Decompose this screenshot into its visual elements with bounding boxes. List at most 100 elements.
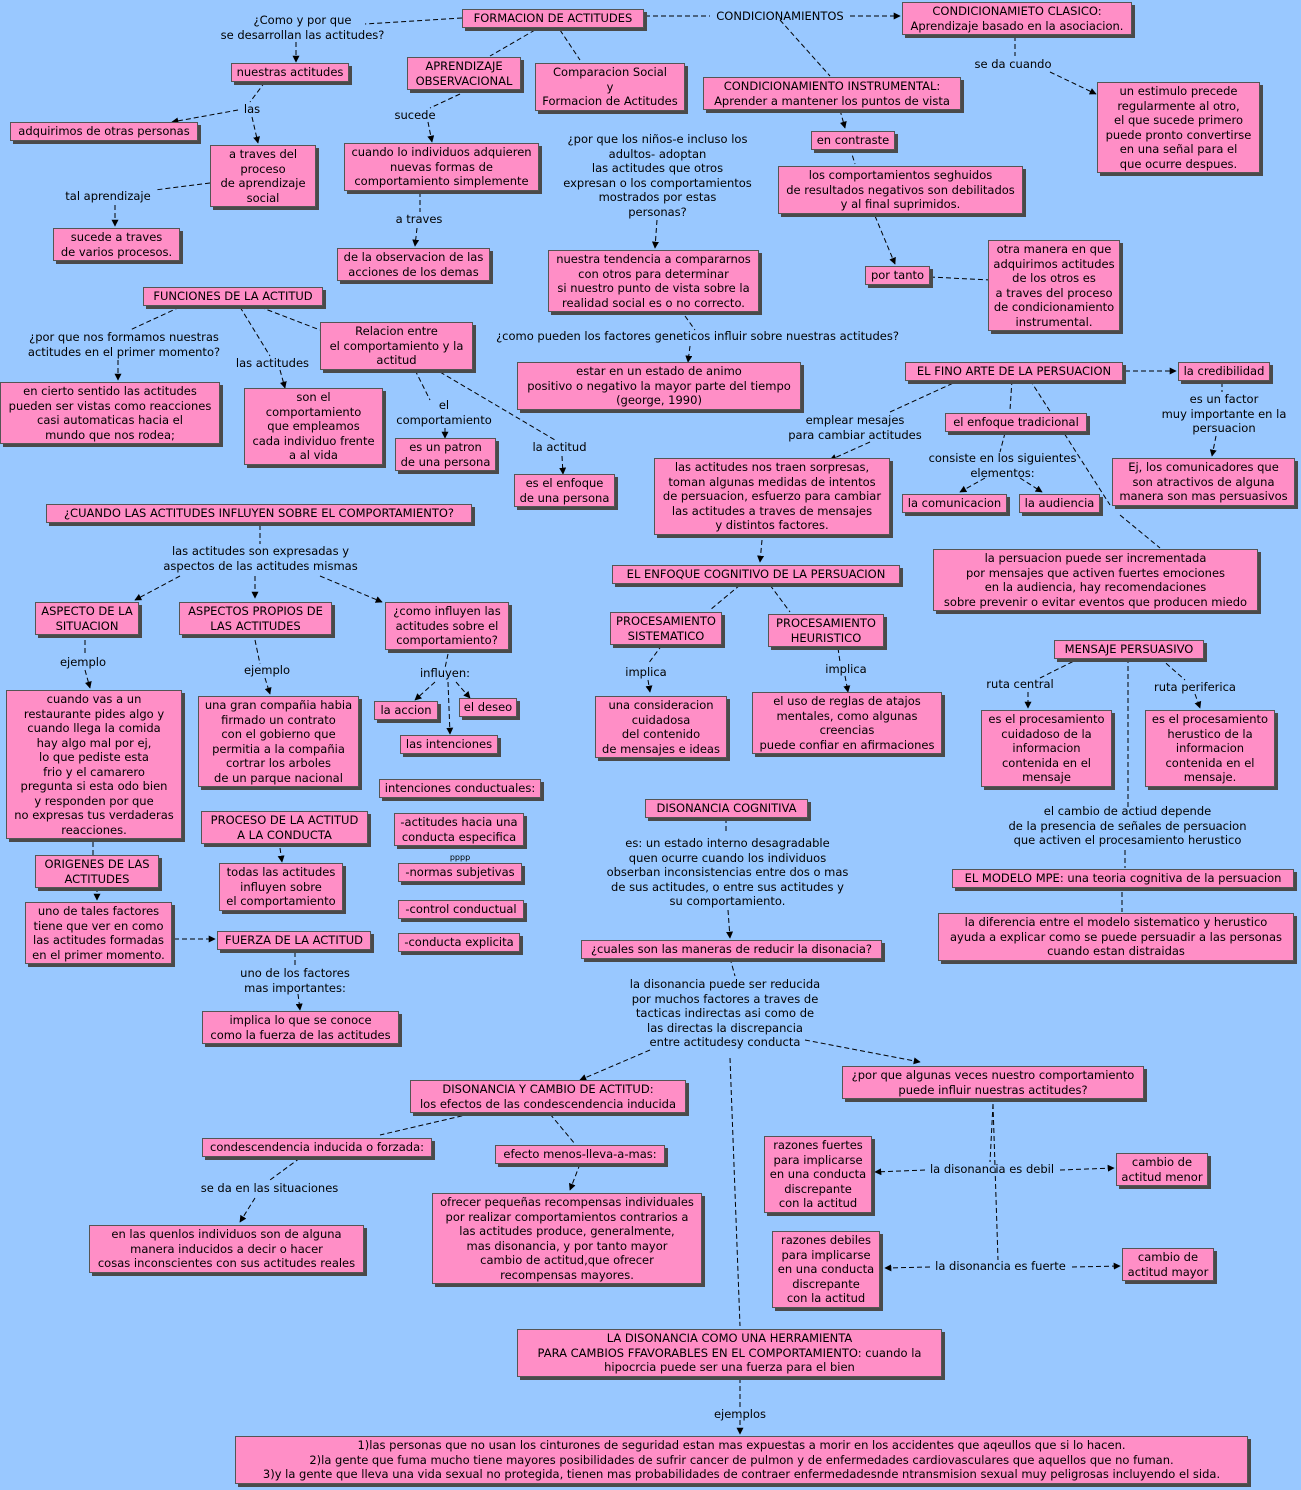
node-nuestras-actitudes[interactable]: nuestras actitudes bbox=[231, 63, 349, 82]
node-estimulo[interactable]: un estimulo precede regularmente al otro… bbox=[1097, 82, 1260, 173]
label-ruta-periferica: ruta periferica bbox=[1154, 680, 1236, 694]
node-proc-herustico[interactable]: es el procesamiento herustico de la info… bbox=[1145, 710, 1275, 787]
node-instrumental[interactable]: CONDICIONAMIENTO INSTRUMENTAL: Aprender … bbox=[703, 77, 961, 110]
node-normas-subjetivas[interactable]: -normas subjetivas bbox=[398, 863, 522, 882]
label-ejemplo-1: ejemplo bbox=[59, 655, 107, 669]
node-estado-animo[interactable]: estar en un estado de animo positivo o n… bbox=[517, 362, 801, 410]
node-formacion[interactable]: FORMACION DE ACTITUDES bbox=[462, 9, 644, 28]
node-en-contraste[interactable]: en contraste bbox=[811, 131, 895, 150]
node-aspecto-situacion[interactable]: ASPECTO DE LA SITUACION bbox=[35, 602, 139, 635]
node-comportamientos-negativos[interactable]: los comportamientos seghuidos de resulta… bbox=[778, 166, 1023, 214]
label-a-traves: a traves bbox=[395, 212, 443, 226]
node-observacion[interactable]: de la observacion de las acciones de los… bbox=[337, 248, 490, 281]
node-ej-comunicadores[interactable]: Ej, los comunicadores que son atractivos… bbox=[1112, 458, 1295, 506]
node-la-accion[interactable]: la accion bbox=[374, 701, 438, 720]
node-control-conductual[interactable]: -control conductual bbox=[398, 900, 524, 919]
node-actitudes-hacia[interactable]: -actitudes hacia una conducta especifica bbox=[394, 813, 524, 846]
node-recompensas[interactable]: ofrecer pequeñas recompensas individuale… bbox=[432, 1193, 702, 1284]
node-reglas-atajos[interactable]: el uso de reglas de atajos mentales, com… bbox=[752, 692, 942, 754]
node-cuando-individuos[interactable]: cuando lo individuos adquieren nuevas fo… bbox=[344, 143, 539, 191]
node-razones-fuertes[interactable]: razones fuertes para implicarse en una c… bbox=[764, 1136, 872, 1213]
label-condicionamientos: CONDICIONAMIENTOS bbox=[716, 9, 844, 23]
label-por-que-formamos: ¿por que nos formamos nuestras actitudes… bbox=[27, 330, 221, 359]
node-quenlos[interactable]: en las quenlos individuos son de alguna … bbox=[89, 1225, 364, 1273]
node-herramienta[interactable]: LA DISONANCIA COMO UNA HERRAMIENTA PARA … bbox=[517, 1329, 942, 1377]
label-se-da-situaciones: se da en las situaciones bbox=[200, 1181, 339, 1195]
node-razones-debiles[interactable]: razones debiles para implicarse en una c… bbox=[772, 1231, 880, 1308]
label-reducida: la disonancia puede ser reducida por muc… bbox=[629, 977, 821, 1049]
node-consideracion[interactable]: una consideracion cuidadosa del contenid… bbox=[595, 696, 727, 758]
label-es-un-factor: es un factor muy importante en la persua… bbox=[1161, 392, 1287, 435]
node-el-deseo[interactable]: el deseo bbox=[459, 698, 517, 717]
node-aspectos-propios[interactable]: ASPECTOS PROPIOS DE LAS ACTITUDES bbox=[179, 602, 332, 635]
node-relacion[interactable]: Relacion entre el comportamiento y la ac… bbox=[320, 322, 473, 370]
node-a-traves-proceso[interactable]: a traves del proceso de aprendizaje soci… bbox=[210, 145, 316, 207]
node-aprendizaje-observacional[interactable]: APRENDIZAJE OBSERVACIONAL bbox=[407, 57, 521, 90]
node-cambio-menor[interactable]: cambio de actitud menor bbox=[1116, 1153, 1208, 1186]
node-audiencia[interactable]: la audiencia bbox=[1019, 494, 1100, 513]
node-cierto-sentido[interactable]: en cierto sentido las actitudes pueden s… bbox=[0, 382, 220, 444]
node-proc-sistematico[interactable]: PROCESAMIENTO SISTEMATICO bbox=[610, 612, 722, 645]
node-enfoque-persona[interactable]: es el enfoque de una persona bbox=[514, 474, 615, 507]
node-conducta-explicita[interactable]: -conducta explicita bbox=[398, 933, 520, 952]
node-implica-fuerza[interactable]: implica lo que se conoce como la fuerza … bbox=[202, 1011, 399, 1044]
node-clasico[interactable]: CONDICIONAMIETO CLASICO: Aprendizaje bas… bbox=[902, 2, 1132, 35]
label-la-actitud: la actitud bbox=[532, 440, 587, 454]
label-implica-1: implica bbox=[625, 665, 667, 679]
node-cuando-restaurante[interactable]: cuando vas a un restaurante pides algo y… bbox=[6, 690, 182, 839]
node-comunicacion[interactable]: la comunicacion bbox=[902, 494, 1007, 513]
node-patron[interactable]: es un patron de una persona bbox=[395, 438, 496, 471]
node-por-que-algunas[interactable]: ¿por que algunas veces nuestro comportam… bbox=[842, 1066, 1144, 1099]
label-se-da-cuando: se da cuando bbox=[974, 57, 1052, 71]
label-geneticos: ¿como pueden los factores geneticos infl… bbox=[496, 329, 899, 343]
node-uno-de-tales[interactable]: uno de tales factores tiene que ver en c… bbox=[25, 902, 172, 964]
node-proc-cuidadoso[interactable]: es el procesamiento cuidadoso de la info… bbox=[981, 710, 1112, 787]
node-examples[interactable]: 1)las personas que no usan los cinturone… bbox=[235, 1436, 1248, 1484]
node-sorpresas[interactable]: las actitudes nos traen sorpresas, toman… bbox=[654, 458, 890, 535]
node-menos-lleva[interactable]: efecto menos-lleva-a-mas: bbox=[495, 1145, 665, 1164]
label-emplear-mensajes: emplear mesajes para cambiar actitudes bbox=[788, 413, 922, 442]
label-uno-factores: uno de los factores mas importantes: bbox=[240, 966, 350, 995]
label-por-que-ninos: ¿por que los niños-e incluso los adultos… bbox=[563, 132, 752, 219]
node-proceso-actitud[interactable]: PROCESO DE LA ACTITUD A LA CONDUCTA bbox=[201, 811, 368, 844]
label-pppp: pppp bbox=[449, 853, 471, 862]
node-tendencia[interactable]: nuestra tendencia a compararnos con otro… bbox=[548, 250, 759, 312]
node-enfoque-tradicional[interactable]: el enfoque tradicional bbox=[945, 413, 1087, 432]
node-proc-heuristico[interactable]: PROCESAMIENTO HEURISTICO bbox=[768, 614, 884, 647]
node-disonancia-cognitiva[interactable]: DISONANCIA COGNITIVA bbox=[645, 799, 808, 818]
node-credibilidad[interactable]: la credibilidad bbox=[1178, 362, 1270, 381]
node-otra-manera[interactable]: otra manera en que adquirimos actitudes … bbox=[988, 240, 1120, 331]
node-cuales-maneras[interactable]: ¿cuales son las maneras de reducir la di… bbox=[581, 940, 882, 959]
node-diferencia[interactable]: la diferencia entre el modelo sistematic… bbox=[938, 913, 1294, 961]
node-las-intenciones[interactable]: las intenciones bbox=[400, 735, 498, 754]
label-ruta-central: ruta central bbox=[986, 677, 1054, 691]
node-mensaje-persuasivo[interactable]: MENSAJE PERSUASIVO bbox=[1054, 640, 1204, 659]
node-comparacion-social[interactable]: Comparacion Social y Formacion de Actitu… bbox=[535, 63, 685, 111]
node-enfoque-cognitivo[interactable]: EL ENFOQUE COGNITIVO DE LA PERSUACION bbox=[612, 565, 900, 584]
node-todas-actitudes[interactable]: todas las actitudes influyen sobre el co… bbox=[219, 863, 343, 911]
node-fino-arte[interactable]: EL FINO ARTE DE LA PERSUACION bbox=[905, 362, 1123, 381]
node-sucede-varios[interactable]: sucede a traves de varios procesos. bbox=[53, 228, 180, 261]
label-tal-aprendizaje: tal aprendizaje bbox=[65, 189, 151, 203]
label-expresadas: las actitudes son expresadas y aspectos … bbox=[163, 544, 358, 573]
node-funciones[interactable]: FUNCIONES DE LA ACTITUD bbox=[143, 287, 323, 306]
node-origenes[interactable]: ORIGENES DE LAS ACTITUDES bbox=[35, 855, 159, 888]
label-disonancia-fuerte: la disonancia es fuerte bbox=[935, 1259, 1066, 1273]
node-fuerza[interactable]: FUERZA DE LA ACTITUD bbox=[217, 931, 371, 950]
label-las: las bbox=[243, 102, 261, 116]
node-cuando-influyen[interactable]: ¿CUANDO LAS ACTITUDES INFLUYEN SOBRE EL … bbox=[46, 504, 472, 523]
node-mpe[interactable]: EL MODELO MPE: una teoria cognitiva de l… bbox=[952, 869, 1294, 888]
node-condescendencia[interactable]: condescendencia inducida o forzada: bbox=[202, 1138, 432, 1157]
node-adquirimos[interactable]: adquirimos de otras personas bbox=[10, 122, 198, 141]
node-como-influyen[interactable]: ¿como influyen las actitudes sobre el co… bbox=[385, 602, 509, 650]
node-compania[interactable]: una gran compañia habia firmado un contr… bbox=[198, 696, 359, 787]
label-las-actitudes: las actitudes bbox=[235, 356, 310, 370]
node-cambio-mayor[interactable]: cambio de actitud mayor bbox=[1122, 1248, 1214, 1281]
node-incrementada[interactable]: la persuacion puede ser incrementada por… bbox=[933, 549, 1258, 611]
node-son-comportamiento[interactable]: son el comportamiento que empleamos cada… bbox=[244, 388, 383, 465]
node-disonancia-cambio[interactable]: DISONANCIA Y CAMBIO DE ACTITUD: los efec… bbox=[410, 1080, 686, 1113]
node-por-tanto[interactable]: por tanto bbox=[865, 266, 930, 285]
node-intenciones-conductuales[interactable]: intenciones conductuales: bbox=[379, 779, 541, 798]
